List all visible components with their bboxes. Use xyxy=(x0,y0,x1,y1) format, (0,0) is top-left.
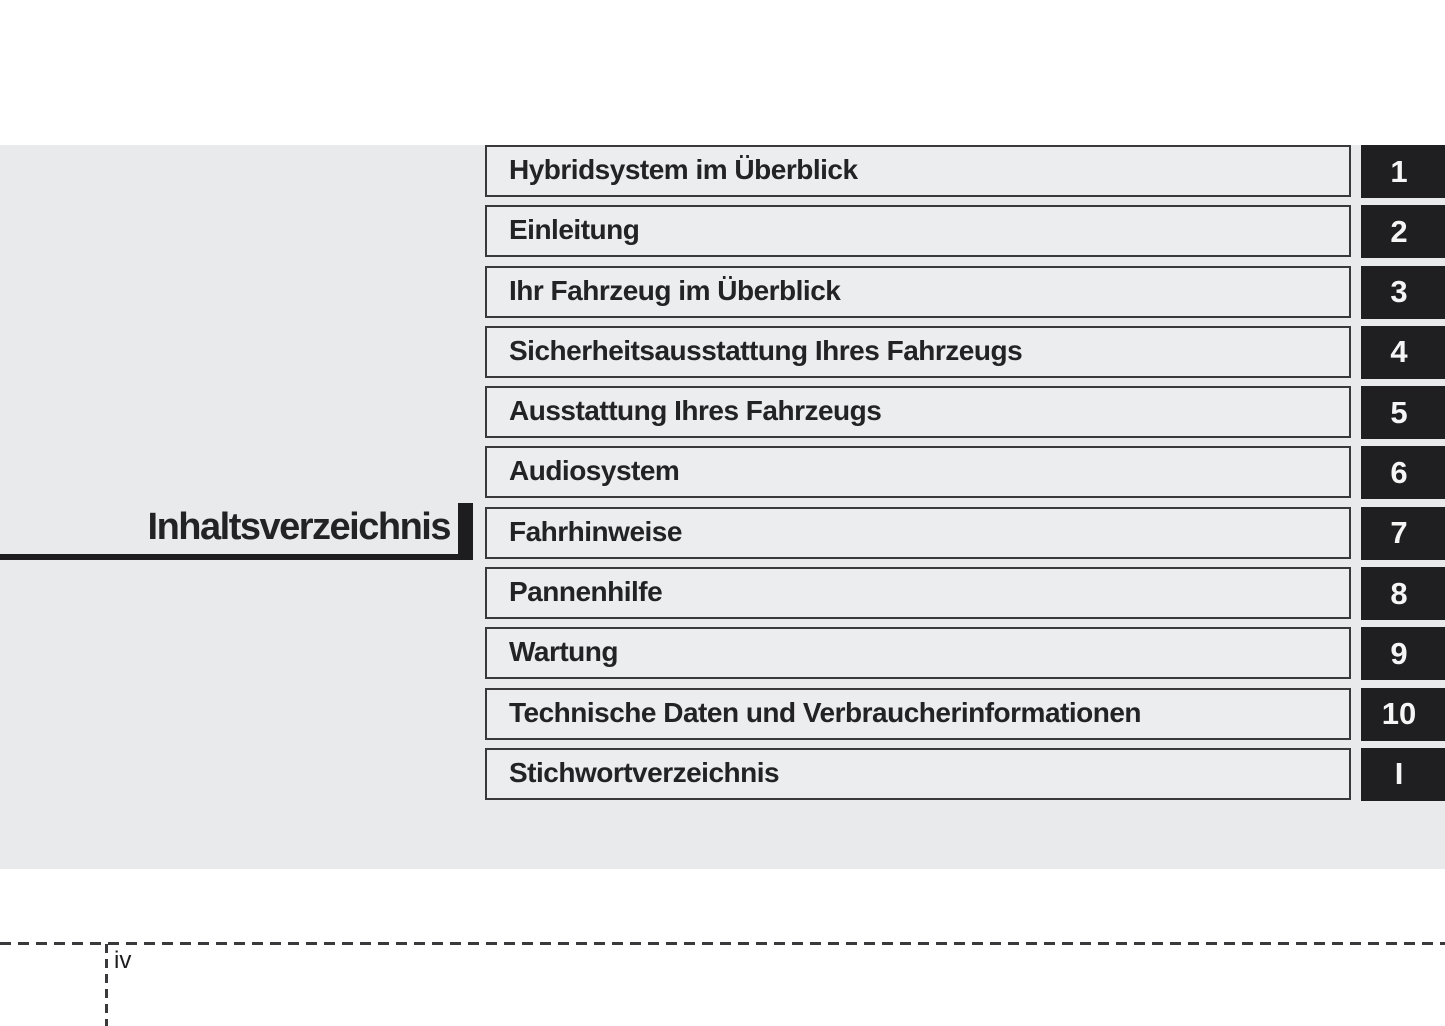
chapter-tab: 8 xyxy=(1361,567,1445,621)
chapter-tab: 10 xyxy=(1361,687,1445,741)
chapter-tab: 6 xyxy=(1361,446,1445,500)
toc-entry: Sicherheitsausstattung Ihres Fahrzeugs xyxy=(485,325,1351,378)
page-title: Inhaltsverzeichnis xyxy=(147,506,452,548)
footer-vertical-dashed-divider xyxy=(105,944,108,1026)
chapter-tab: 5 xyxy=(1361,386,1445,440)
toc-entry: Einleitung xyxy=(485,205,1351,258)
page-number: iv xyxy=(114,947,132,974)
footer-dashed-divider xyxy=(0,942,1445,945)
toc-entry: Fahrhinweise xyxy=(485,506,1351,559)
title-accent-bar xyxy=(458,503,473,560)
toc-entry: Ausstattung Ihres Fahrzeugs xyxy=(485,386,1351,439)
chapter-tab: 9 xyxy=(1361,627,1445,681)
toc-entry: Wartung xyxy=(485,627,1351,680)
chapter-tab: 4 xyxy=(1361,325,1445,379)
chapter-tab: 1 xyxy=(1361,145,1445,198)
toc-entry: Hybridsystem im Überblick xyxy=(485,145,1351,197)
chapter-tab: 7 xyxy=(1361,506,1445,560)
chapter-tab: 3 xyxy=(1361,265,1445,319)
toc-entry: Pannenhilfe xyxy=(485,567,1351,620)
chapter-tab: I xyxy=(1361,747,1445,801)
toc-entry: Stichwortverzeichnis xyxy=(485,747,1351,800)
chapter-tab: 2 xyxy=(1361,205,1445,259)
toc-entry: Audiosystem xyxy=(485,446,1351,499)
toc-entry: Ihr Fahrzeug im Überblick xyxy=(485,265,1351,318)
title-underline xyxy=(0,554,459,560)
toc-entry: Technische Daten und Verbraucherinformat… xyxy=(485,687,1351,740)
